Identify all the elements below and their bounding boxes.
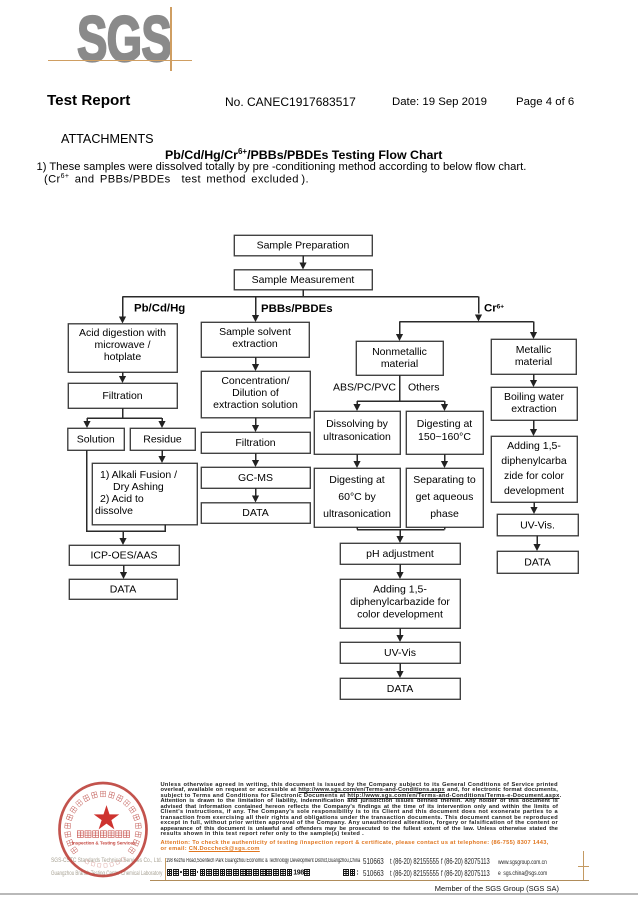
svg-text:ICP-OES/AAS: ICP-OES/AAS <box>90 550 157 562</box>
svg-text:Residue: Residue <box>143 434 182 446</box>
svg-text:150~160°C: 150~160°C <box>418 431 471 443</box>
svg-text:pH adjustment: pH adjustment <box>366 548 434 560</box>
svg-text:material: material <box>381 358 418 370</box>
svg-text:extraction: extraction <box>232 338 278 350</box>
svg-text:extraction: extraction <box>511 403 557 415</box>
svg-text:Inspection & Testing Services: Inspection & Testing Services <box>72 840 136 845</box>
svg-text:1) Alkali Fusion /: 1) Alkali Fusion / <box>100 469 177 481</box>
svg-text:DATA: DATA <box>110 584 136 596</box>
svg-text:Acid digestion with: Acid digestion with <box>79 327 166 339</box>
svg-text:Filtration: Filtration <box>235 437 275 449</box>
svg-text:DATA: DATA <box>387 683 413 695</box>
svg-text:60°C by: 60°C by <box>338 491 376 503</box>
svg-text:Separating to: Separating to <box>413 474 476 486</box>
svg-text:Sample solvent: Sample solvent <box>219 326 291 338</box>
svg-text:PBBs/PBDEs: PBBs/PBDEs <box>261 303 333 315</box>
svg-text:Adding 1,5-: Adding 1,5- <box>507 440 561 452</box>
svg-text:Metallic: Metallic <box>516 344 552 356</box>
svg-text:GC-MS: GC-MS <box>238 472 273 484</box>
svg-text:Solution: Solution <box>77 434 115 446</box>
svg-text:development: development <box>504 485 564 497</box>
svg-text:Digesting at: Digesting at <box>329 474 385 486</box>
svg-text:DATA: DATA <box>524 557 550 569</box>
svg-text:hotplate: hotplate <box>104 351 142 363</box>
svg-text:Adding 1,5-: Adding 1,5- <box>373 584 427 596</box>
svg-text:dissolve: dissolve <box>95 505 133 517</box>
svg-text:Sample Preparation: Sample Preparation <box>257 240 350 252</box>
svg-text:diphenylcarbazide for: diphenylcarbazide for <box>350 596 450 608</box>
svg-text:zide for color: zide for color <box>504 470 565 482</box>
svg-text:Boiling water: Boiling water <box>504 391 565 403</box>
svg-text:Cr6+: Cr6+ <box>484 303 504 315</box>
svg-text:ABS/PC/PVC: ABS/PC/PVC <box>333 382 396 394</box>
svg-text:Sample Measurement: Sample Measurement <box>252 274 355 286</box>
svg-text:microwave /: microwave / <box>94 339 150 351</box>
svg-text:diphenylcarba: diphenylcarba <box>501 455 567 467</box>
svg-text:phase: phase <box>430 508 459 520</box>
svg-text:Pb/Cd/Hg: Pb/Cd/Hg <box>134 303 185 315</box>
svg-text:ultrasonication: ultrasonication <box>323 508 391 520</box>
svg-text:Dry Ashing: Dry Ashing <box>113 481 164 493</box>
svg-text:color development: color development <box>357 609 443 621</box>
svg-text:UV-Vis.: UV-Vis. <box>520 520 555 532</box>
svg-text:Dilution of: Dilution of <box>232 387 279 399</box>
svg-text:Nonmetallic: Nonmetallic <box>372 346 427 358</box>
svg-text:UV-Vis: UV-Vis <box>384 647 416 659</box>
svg-text:extraction solution: extraction solution <box>213 399 298 411</box>
svg-text:Filtration: Filtration <box>102 390 142 402</box>
svg-text:material: material <box>515 356 552 368</box>
svg-text:Dissolving by: Dissolving by <box>326 418 389 430</box>
svg-text:DATA: DATA <box>242 507 268 519</box>
svg-text:Others: Others <box>408 382 440 394</box>
svg-text:ultrasonication: ultrasonication <box>323 431 391 443</box>
svg-text:Digesting at: Digesting at <box>417 418 473 430</box>
svg-text:Concentration/: Concentration/ <box>221 375 289 387</box>
svg-text:get aqueous: get aqueous <box>416 491 474 503</box>
svg-text:2) Acid to: 2) Acid to <box>100 493 144 505</box>
